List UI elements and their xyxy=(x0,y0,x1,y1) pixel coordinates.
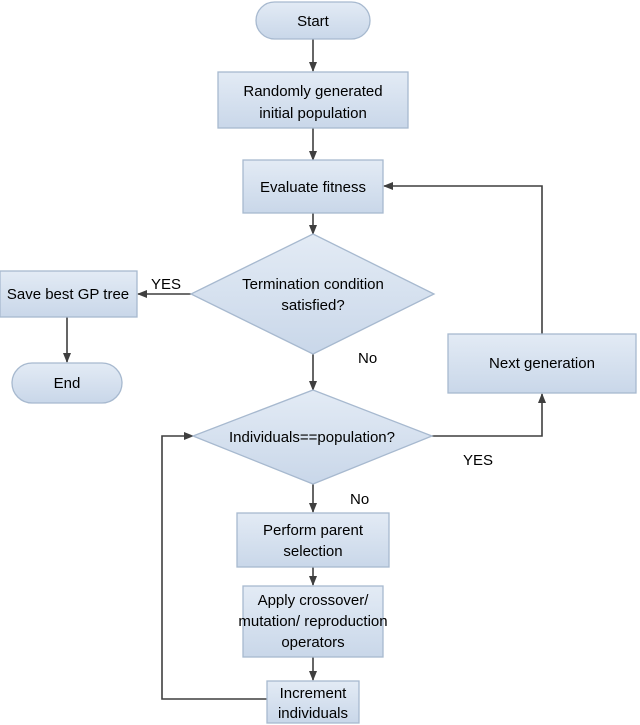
increment-label-line1: Increment xyxy=(280,685,348,702)
connectors xyxy=(63,39,546,700)
edge-next-to-evaluate xyxy=(383,182,543,334)
termination-label-line2: satisfied? xyxy=(281,297,344,314)
node-labels: Start Randomly generated initial populat… xyxy=(7,13,595,722)
next-generation-box xyxy=(447,333,637,394)
random-population-label-line2: initial population xyxy=(259,105,367,122)
next-generation-label: Next generation xyxy=(489,355,595,372)
edge-increment-loop-to-individuals xyxy=(161,432,267,700)
end-label: End xyxy=(54,375,81,392)
save-best-label: Save best GP tree xyxy=(7,286,129,303)
individuals-yes-label: YES xyxy=(463,452,493,469)
termination-decision xyxy=(189,233,436,355)
parent-selection-label-line1: Perform parent xyxy=(263,522,364,539)
start-terminal xyxy=(255,1,371,40)
termination-no-label: No xyxy=(358,350,377,367)
apply-operators-box xyxy=(242,585,384,658)
edge-labels: YES No YES No xyxy=(151,276,493,508)
apply-operators-label-line3: operators xyxy=(281,634,344,651)
increment-box xyxy=(266,680,360,724)
save-best-box xyxy=(0,270,138,318)
individuals-check-label: Individuals==population? xyxy=(229,429,395,446)
end-terminal xyxy=(11,362,123,404)
random-population-box xyxy=(217,71,409,129)
increment-label-line2: individuals xyxy=(278,705,348,722)
termination-yes-label: YES xyxy=(151,276,181,293)
apply-operators-label-line1: Apply crossover/ xyxy=(258,592,370,609)
apply-operators-label-line2: mutation/ reproduction xyxy=(238,613,387,630)
individuals-decision xyxy=(191,389,434,485)
edge-individuals-yes-to-next xyxy=(432,393,546,437)
termination-label-line1: Termination condition xyxy=(242,276,384,293)
random-population-label-line1: Randomly generated xyxy=(243,83,382,100)
evaluate-fitness-box xyxy=(242,159,384,214)
individuals-no-label: No xyxy=(350,491,369,508)
start-label: Start xyxy=(297,13,330,30)
evaluate-fitness-label: Evaluate fitness xyxy=(260,179,366,196)
parent-selection-label-line2: selection xyxy=(283,543,342,560)
parent-selection-box xyxy=(236,512,390,568)
